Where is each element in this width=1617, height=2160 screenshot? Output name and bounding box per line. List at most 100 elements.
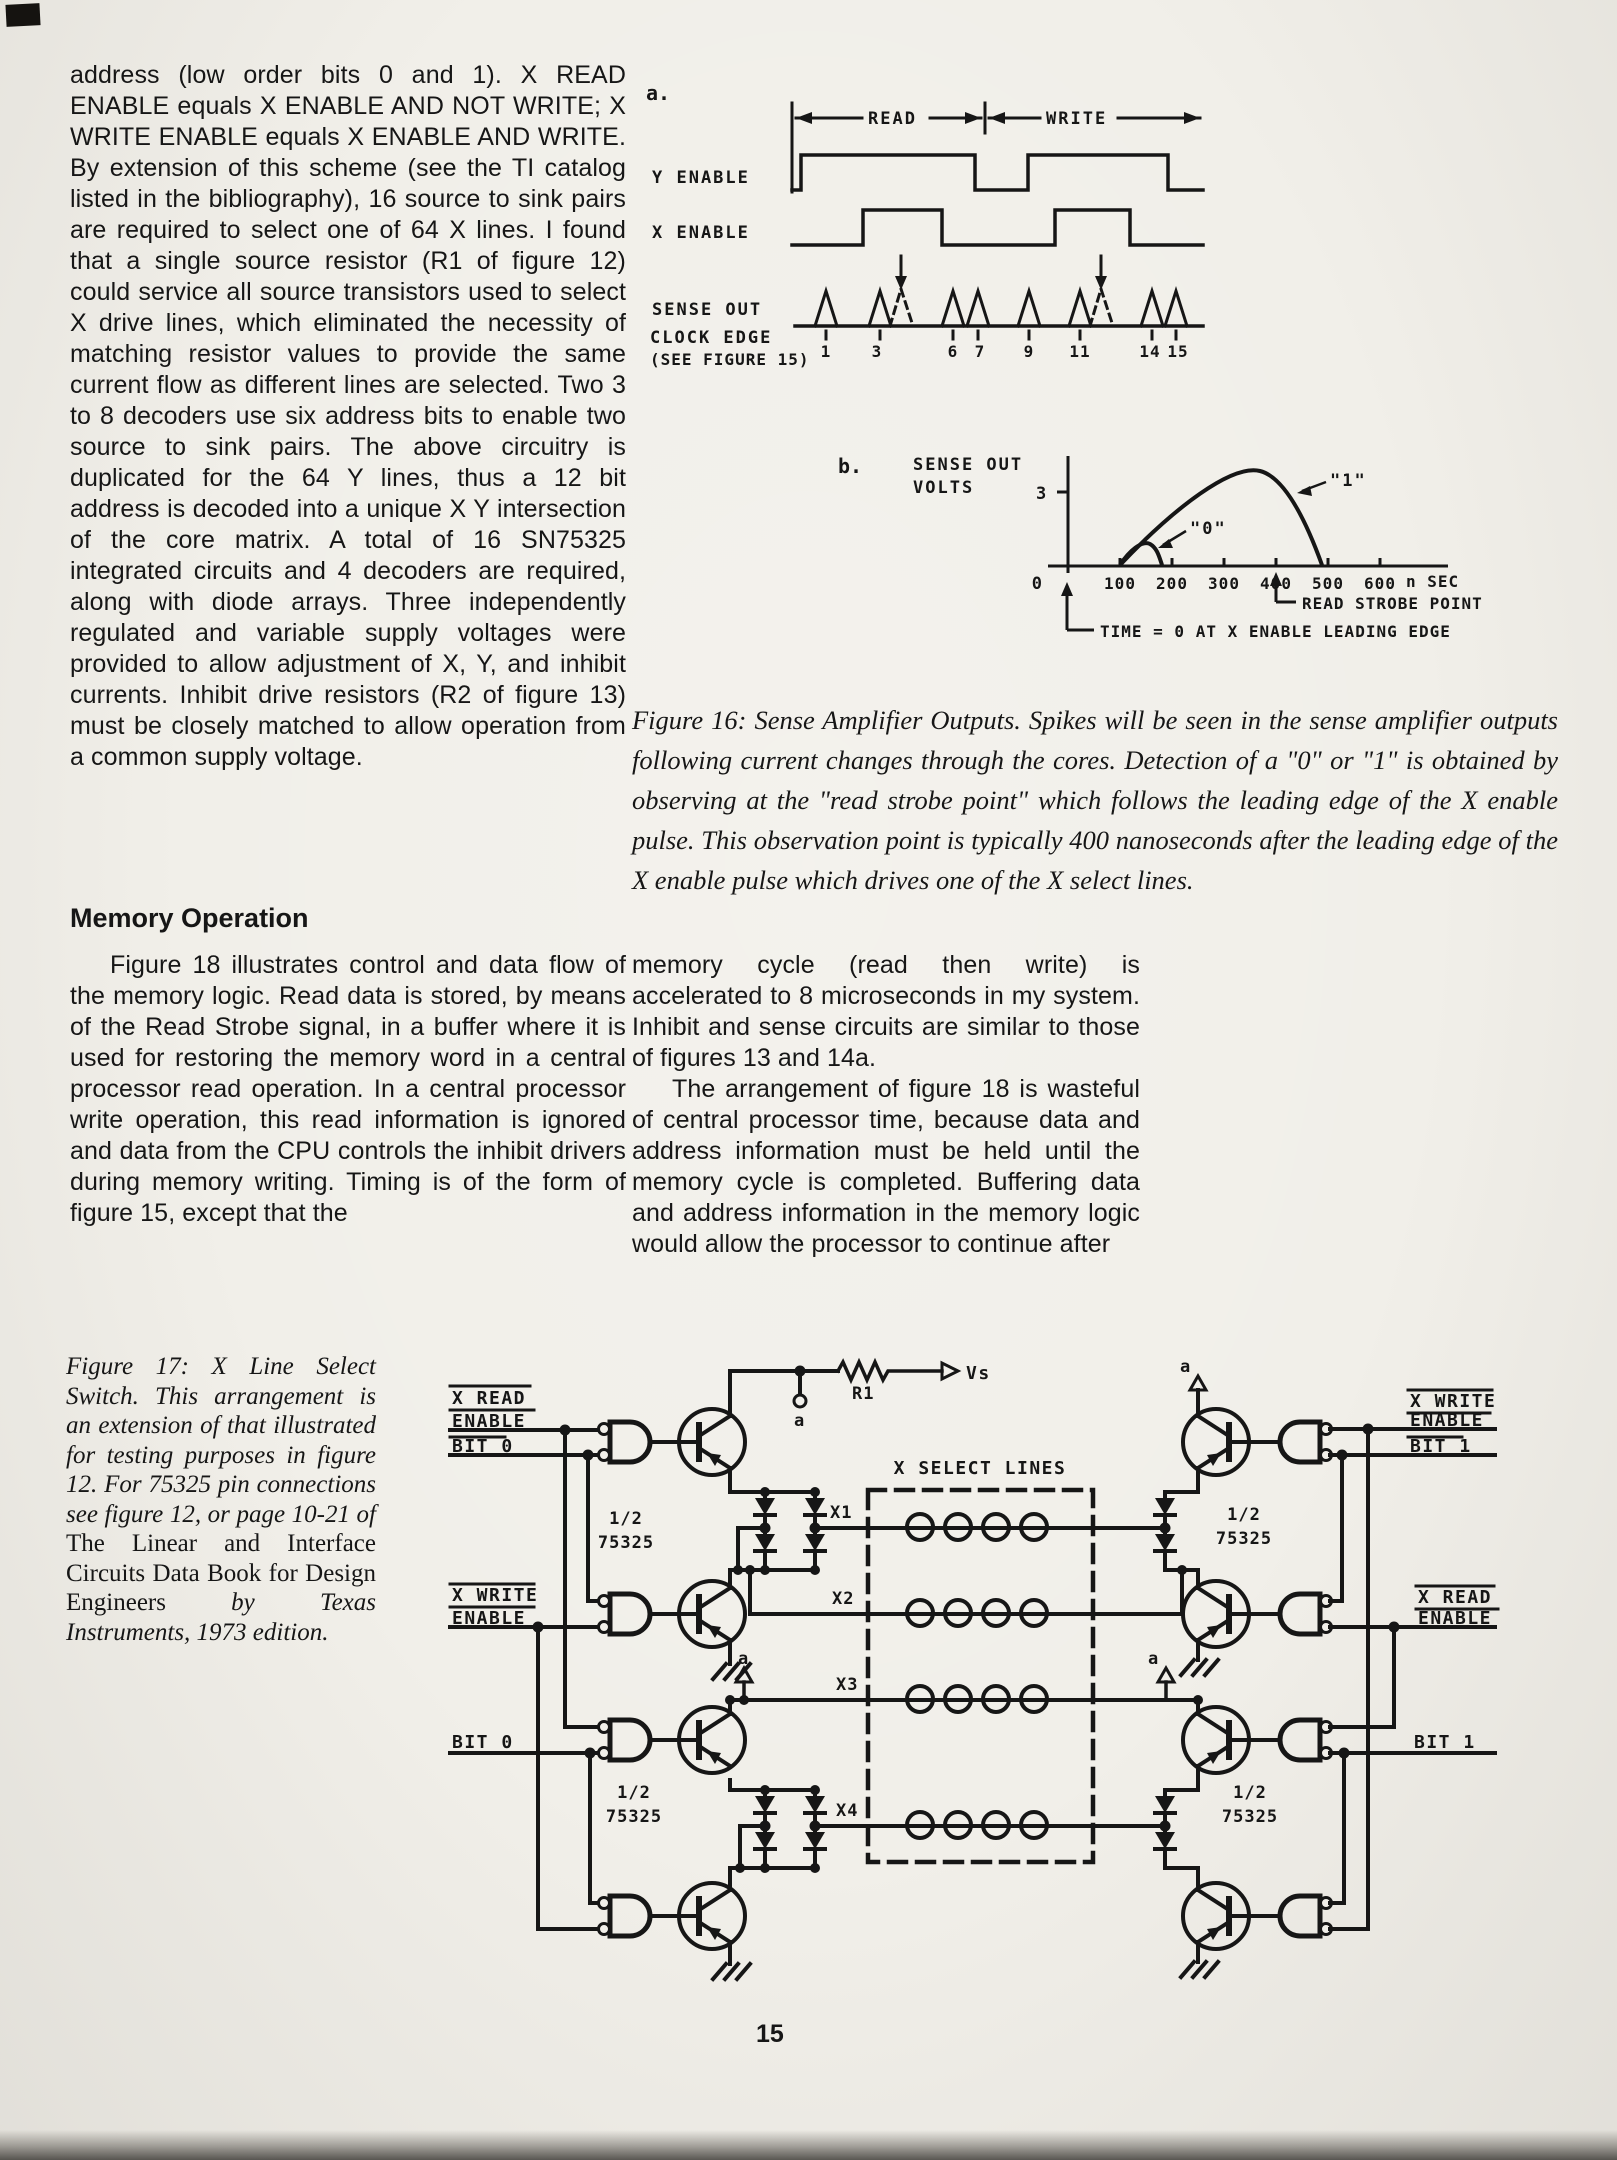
svg-text:100: 100 xyxy=(1104,574,1136,593)
caption-italic-1: Figure 17: X Line Select Switch. This ar… xyxy=(66,1353,376,1528)
figure-17-caption: Figure 17: X Line Select Switch. This ar… xyxy=(66,1352,376,1647)
transistor-right-4 xyxy=(1183,1883,1249,1949)
select-lines-dashed-box xyxy=(865,1487,1096,1865)
chip-number-label: 75325 xyxy=(606,1807,662,1827)
a-terminal-label: a xyxy=(1148,1649,1159,1669)
bit0-bar-label: BIT 0 xyxy=(452,1436,514,1457)
transistor-right-3 xyxy=(1183,1707,1249,1773)
graph-ylabel-2: VOLTS xyxy=(913,478,974,498)
panel-b-label: b. xyxy=(838,454,862,478)
time-zero-annotation: TIME = 0 AT X ENABLE LEADING EDGE xyxy=(1061,582,1450,641)
r1-label: R1 xyxy=(852,1384,874,1404)
chip-half-label: 1/2 xyxy=(1233,1783,1267,1803)
and-gate-right-2 xyxy=(1251,1594,1332,1634)
bit0-label: BIT 0 xyxy=(452,1732,514,1753)
graph-origin: 0 xyxy=(1032,574,1044,594)
svg-text:15: 15 xyxy=(1167,342,1188,361)
a-terminal-label: a xyxy=(738,1649,749,1669)
x-select-lines-label: X SELECT LINES xyxy=(894,1458,1067,1479)
svg-text:READ STROBE POINT: READ STROBE POINT xyxy=(1302,594,1483,613)
ground-symbol xyxy=(1179,1960,1220,1979)
clock-edge-note: (SEE FIGURE 15) xyxy=(650,350,810,369)
enable-label: ENABLE xyxy=(1418,1608,1492,1629)
graph-ylabel-1: SENSE OUT xyxy=(913,455,1023,475)
chip-half-label: 1/2 xyxy=(1227,1505,1261,1525)
chip-half-label: 1/2 xyxy=(617,1783,651,1803)
and-gate-right-3 xyxy=(1251,1720,1332,1760)
left-diode-block-1 xyxy=(728,1466,827,1590)
caption-italic-2: by Texas Instruments, 1973 edition. xyxy=(66,1589,376,1646)
write-phase-label: WRITE xyxy=(1046,109,1107,129)
and-gate-left-4 xyxy=(599,1896,680,1936)
svg-text:9: 9 xyxy=(1024,342,1035,361)
vs-label: Vs xyxy=(966,1363,991,1384)
svg-text:11: 11 xyxy=(1069,342,1090,361)
clock-tick-marks xyxy=(824,329,1178,341)
x-write-label: X WRITE xyxy=(1410,1391,1496,1412)
svg-text:7: 7 xyxy=(975,342,986,361)
body-column-1-paragraph-2: Figure 18 illustrates control and data f… xyxy=(70,950,626,1229)
chip-number-label: 75325 xyxy=(598,1533,654,1553)
chip-number-label: 75325 xyxy=(1216,1529,1272,1549)
svg-text:6: 6 xyxy=(948,342,959,361)
graph-xticks xyxy=(1118,558,1382,566)
graph-ytick-3: 3 xyxy=(1036,484,1048,504)
right-input-labels: X WRITE ENABLE BIT 1 X READ ENABLE BIT 1 xyxy=(1406,1388,1500,1753)
x-write-label: X WRITE xyxy=(452,1585,538,1606)
and-gate-right-1 xyxy=(1251,1422,1332,1462)
x-read-label: X READ xyxy=(452,1388,526,1409)
right-middle-terminals: a xyxy=(1148,1638,1220,1716)
svg-text:300: 300 xyxy=(1208,574,1240,593)
sense-spikes xyxy=(813,283,1189,328)
svg-text:3: 3 xyxy=(872,342,883,361)
curve-one xyxy=(1118,468,1324,567)
paragraph-text: address (low order bits 0 and 1). X READ… xyxy=(70,61,626,771)
r1-vs-node: Vs R1 a xyxy=(728,1357,991,1431)
svg-text:500: 500 xyxy=(1312,574,1344,593)
left-input-wires xyxy=(448,1424,602,1931)
enable-label: ENABLE xyxy=(1410,1410,1484,1431)
right-diode-block-1 xyxy=(1153,1466,1200,1590)
paragraph-text: The arrangement of figure 18 is wasteful… xyxy=(632,1075,1140,1258)
caption-text: Figure 16: Sense Amplifier Outputs. Spik… xyxy=(632,705,1558,895)
clock-edge-label: CLOCK EDGE xyxy=(650,328,772,348)
graph-xtick-labels: 100 200 300 400 500 600 xyxy=(1104,574,1395,593)
x-read-label: X READ xyxy=(1418,1587,1492,1608)
x-select-lines: X SELECT LINES X1 X2 X3 X4 xyxy=(725,1458,1200,1865)
svg-text:14: 14 xyxy=(1139,342,1160,361)
figure-16a-timing-diagram: a. READ WRITE Y ENABLE X ENABLE SENSE OU… xyxy=(646,81,1205,369)
sense-out-label: SENSE OUT xyxy=(652,300,762,320)
x2-label: X2 xyxy=(832,1589,854,1609)
body-column-1-paragraph-1: address (low order bits 0 and 1). X READ… xyxy=(70,60,626,773)
x4-label: X4 xyxy=(836,1801,858,1821)
graph-x-unit: n SEC xyxy=(1406,572,1459,591)
read-strobe-annotation: READ STROBE POINT xyxy=(1270,572,1483,613)
curve-zero xyxy=(1118,541,1164,567)
transistor-left-2 xyxy=(679,1581,745,1647)
a-terminal-label: a xyxy=(1180,1357,1191,1377)
chip-half-label: 1/2 xyxy=(609,1509,643,1529)
a-terminal-label: a xyxy=(794,1411,805,1431)
right-top-a-terminal: a xyxy=(1180,1357,1208,1418)
right-input-wires xyxy=(1328,1423,1497,1931)
left-diode-block-2 xyxy=(728,1778,827,1892)
figure-16b-sense-graph: b. SENSE OUT VOLTS 3 0 100 200 300 400 5… xyxy=(838,454,1483,641)
right-diode-block-2 xyxy=(1153,1764,1200,1892)
body-column-2: memory cycle (read then write) is accele… xyxy=(632,950,1140,1260)
x1-label: X1 xyxy=(830,1503,852,1523)
enable-label: ENABLE xyxy=(452,1411,526,1432)
paragraph-text: memory cycle (read then write) is accele… xyxy=(632,951,1140,1072)
page-edge-shadow xyxy=(0,2130,1617,2160)
x3-label: X3 xyxy=(836,1675,858,1695)
and-gate-left-1 xyxy=(599,1422,680,1462)
section-heading: Memory Operation xyxy=(70,903,309,933)
y-enable-label: Y ENABLE xyxy=(652,168,750,188)
strobe-arrow-write xyxy=(1095,254,1107,290)
clock-tick-numbers: 1 3 6 7 9 11 14 15 xyxy=(821,342,1188,361)
x-enable-label: X ENABLE xyxy=(652,223,750,243)
strobe-arrow-read xyxy=(895,254,907,290)
left-middle-terminals: a xyxy=(711,1638,754,1716)
ground-symbol xyxy=(711,1962,752,1981)
figure-17-circuit: X READ ENABLE BIT 0 X WRITE ENABLE BIT 0 xyxy=(448,1357,1500,1981)
and-gate-left-2 xyxy=(599,1594,680,1634)
